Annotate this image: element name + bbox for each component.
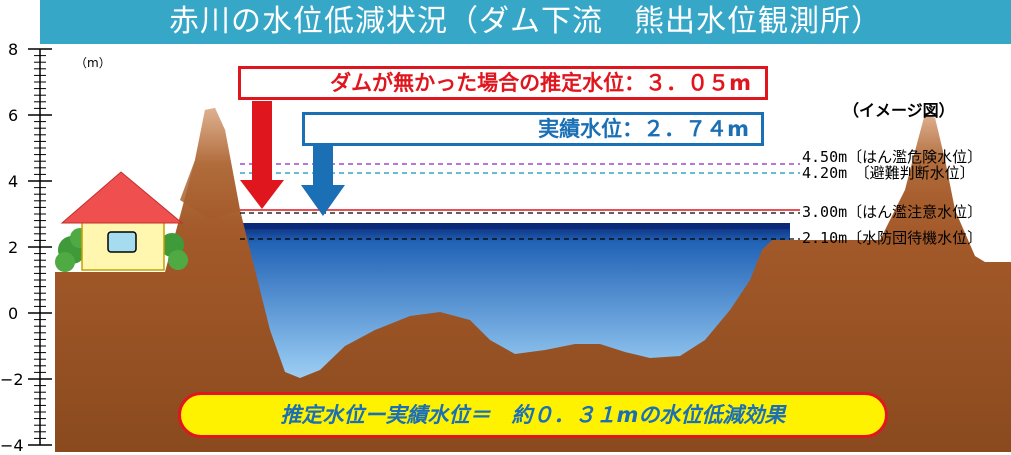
- level-label-evacuation: 4.20m 〔避難判断水位〕: [802, 164, 975, 182]
- title-bar: [40, 0, 1011, 44]
- effect-text: 推定水位ー実績水位＝ 約０．３１mの水位低減効果: [280, 403, 786, 427]
- river-ground: [55, 108, 1011, 452]
- estimate-arrow: [240, 101, 284, 209]
- bush: [168, 250, 188, 270]
- tick-label: 6: [8, 106, 19, 125]
- level-label-standby: 2.10m〔水防団待機水位〕: [802, 229, 983, 247]
- bush: [55, 252, 75, 272]
- level-label-caution: 3.00m〔はん濫注意水位〕: [802, 203, 983, 221]
- water-surface: [240, 223, 790, 229]
- tick-label: 8: [8, 40, 19, 59]
- right-peak: [895, 114, 955, 210]
- page-title: 赤川の水位低減状況（ダム下流 熊出水位観測所）: [169, 4, 882, 39]
- tick-label: −2: [0, 370, 24, 389]
- axis-unit: （m）: [75, 56, 111, 70]
- actual-level-label: 実績水位：２．７４m: [538, 117, 749, 141]
- tick-label: −4: [0, 436, 24, 455]
- image-note: （イメージ図）: [843, 101, 955, 120]
- left-peak: [180, 108, 240, 220]
- tick-label: 4: [8, 172, 19, 191]
- estimated-level-box: ダムが無かった場合の推定水位：３．０５m: [238, 66, 768, 100]
- actual-level-box: 実績水位：２．７４m: [302, 112, 764, 146]
- house-icon: [60, 171, 184, 271]
- y-axis-minor-ticks: [34, 48, 46, 439]
- tick-label: 2: [8, 238, 19, 257]
- effect-banner: 推定水位ー実績水位＝ 約０．３１mの水位低減効果: [178, 392, 888, 438]
- tick-label: 0: [8, 304, 19, 323]
- actual-arrow: [301, 146, 345, 216]
- level-label-hazard: 4.50m〔はん濫危険水位〕: [802, 148, 983, 166]
- estimated-level-label: ダムが無かった場合の推定水位：３．０５m: [330, 71, 751, 95]
